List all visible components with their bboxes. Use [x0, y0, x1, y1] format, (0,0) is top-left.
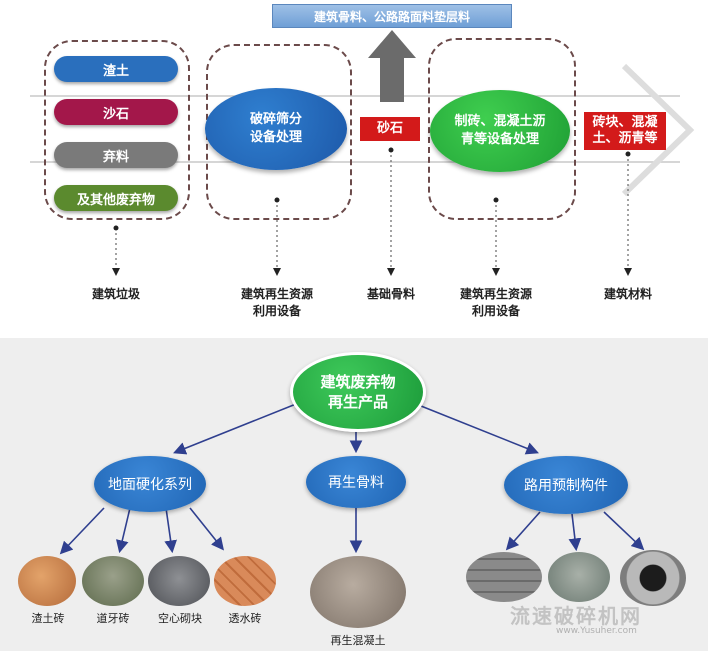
waste-item-spoil: 弃料: [54, 142, 178, 168]
waste-group-box: [44, 40, 190, 220]
process2-box: [428, 38, 576, 220]
branch-ground-hardening: 地面硬化系列: [94, 456, 206, 512]
stage-label-materials: 建筑材料: [603, 287, 652, 301]
paving-stone-photo: [466, 552, 542, 602]
caption-muck-brick: 渣土砖: [31, 612, 65, 625]
stage-label-equipment-2: 建筑再生资源 利用设备: [459, 287, 532, 318]
hollow-block-photo: [148, 556, 210, 606]
output-box: 砖块、混凝 土、沥青等: [584, 112, 666, 150]
up-arrow: [368, 30, 416, 102]
stage-label-equipment-1: 建筑再生资源 利用设备: [240, 287, 313, 318]
stem-dots: [112, 147, 632, 276]
caption-recycled-concrete: 再生混凝土: [330, 634, 386, 647]
watermark-url: www.Yusuher.com: [556, 626, 637, 636]
caption-curb-brick: 道牙砖: [96, 612, 130, 625]
waste-item-muck: 渣土: [54, 56, 178, 82]
curbstone-photo: [548, 552, 610, 602]
branch-recycled-aggregate: 再生骨料: [306, 456, 406, 508]
sand-box: 砂石: [360, 117, 420, 141]
stage-label-waste: 建筑垃圾: [91, 287, 140, 301]
curb-brick-photo: [82, 556, 144, 606]
permeable-brick-photo: [214, 556, 276, 606]
crush-screen-ellipse: 破碎筛分 设备处理: [205, 88, 347, 170]
brick-concrete-ellipse: 制砖、混凝土沥 青等设备处理: [430, 90, 570, 172]
manhole-photo: [620, 550, 686, 606]
top-banner: 建筑骨料、公路路面料垫层料: [272, 4, 512, 28]
waste-item-other: 及其他废弃物: [54, 185, 178, 211]
stage-stems: [115, 150, 629, 270]
caption-hollow-block: 空心砌块: [158, 612, 202, 625]
waste-item-gravel: 沙石: [54, 99, 178, 125]
watermark: 流速破碎机网: [510, 604, 642, 628]
stage-label-aggregate: 基础骨料: [366, 287, 415, 301]
muck-brick-photo: [18, 556, 76, 606]
recycled-concrete-photo: [310, 556, 406, 628]
branch-road-precast: 路用预制构件: [504, 456, 628, 514]
tree-arrows: [59, 403, 645, 555]
root-node: 建筑废弃物 再生产品: [290, 352, 426, 432]
flow-chevron: [621, 63, 695, 197]
caption-permeable-brick: 透水砖: [228, 612, 262, 625]
